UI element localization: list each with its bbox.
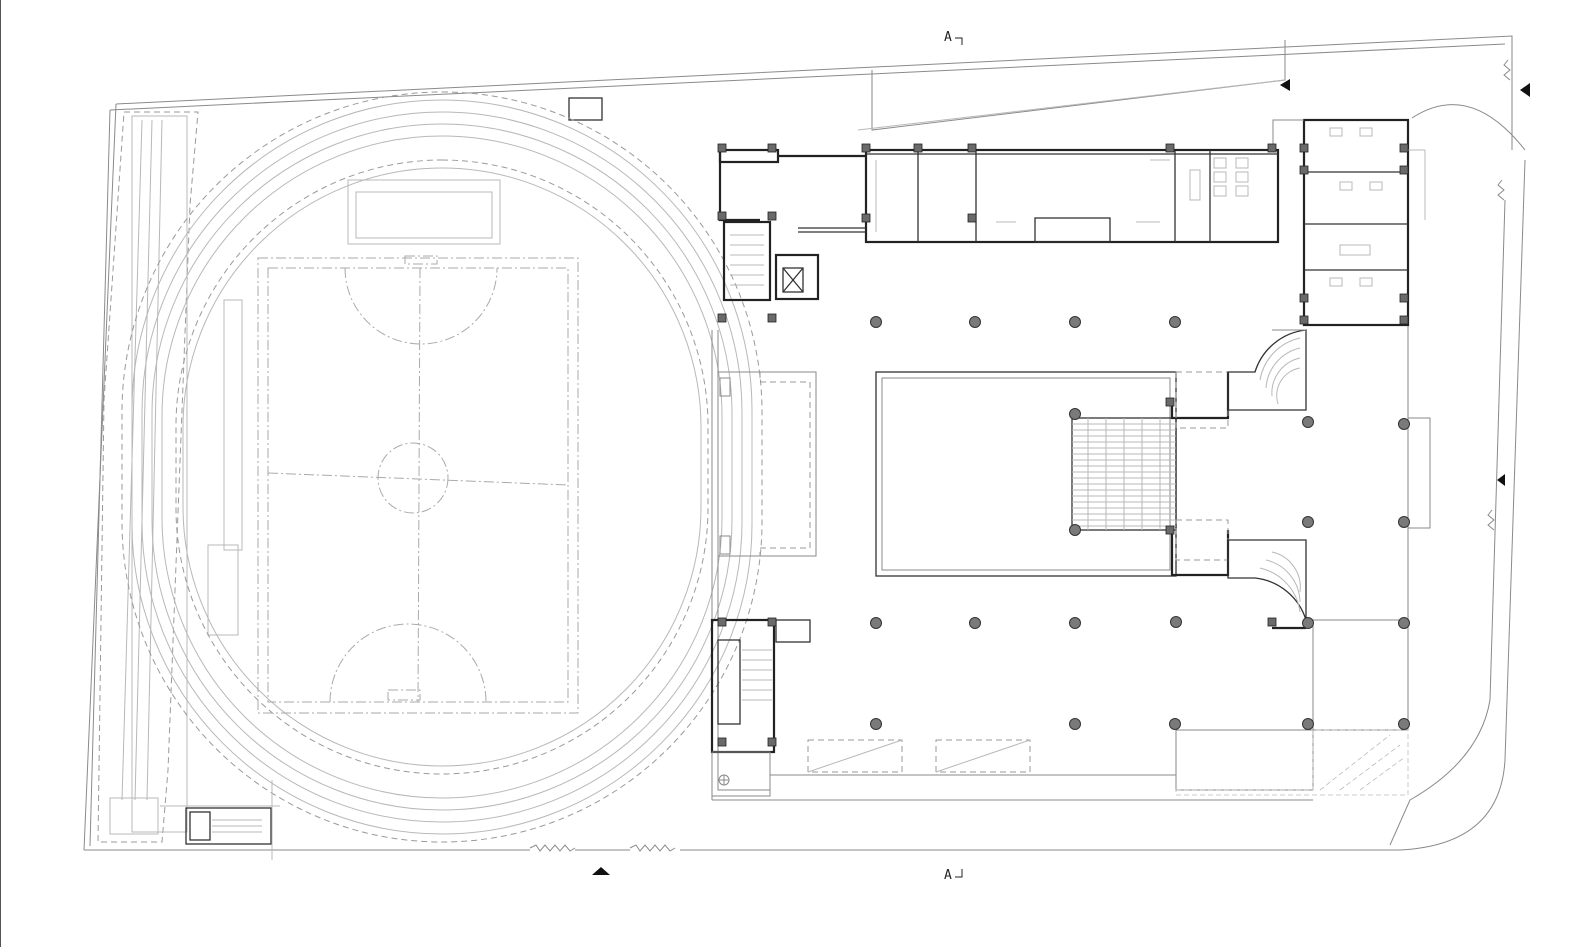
column — [1299, 143, 1309, 153]
east-office-wing — [1272, 118, 1426, 327]
central-grand-stair — [1071, 371, 1230, 577]
column — [717, 211, 727, 221]
column — [767, 143, 777, 153]
column — [1069, 316, 1081, 328]
column — [1399, 315, 1409, 325]
column — [870, 718, 882, 730]
column — [913, 143, 923, 153]
column — [1165, 143, 1175, 153]
entrance-arrow-south — [592, 867, 610, 875]
section-marker-bottom: A — [944, 868, 963, 883]
structural-columns — [717, 143, 1410, 747]
column — [1169, 316, 1181, 328]
column — [1302, 416, 1314, 428]
entrance-arrow-northeast — [1520, 83, 1530, 97]
column — [717, 617, 727, 627]
column — [870, 617, 882, 629]
south-bays — [807, 729, 1409, 796]
section-label-bottom: A — [944, 868, 952, 883]
column — [1398, 617, 1410, 629]
column — [767, 211, 777, 221]
column — [1165, 525, 1175, 535]
column — [1398, 718, 1410, 730]
column — [767, 617, 777, 627]
north-classroom-wing — [864, 148, 1280, 244]
column — [1169, 718, 1181, 730]
column — [1165, 397, 1175, 407]
column — [717, 313, 727, 323]
entrance-arrow-north — [1280, 79, 1290, 91]
running-track — [121, 91, 763, 843]
curved-stair-north — [1227, 329, 1307, 411]
column — [1299, 293, 1309, 303]
column — [1299, 165, 1309, 175]
entrance-arrows — [592, 79, 1530, 875]
column — [1069, 718, 1081, 730]
long-jump-strip — [97, 111, 243, 843]
section-label-top: A — [944, 30, 952, 45]
column — [967, 213, 977, 223]
column — [1302, 617, 1314, 629]
column — [767, 737, 777, 747]
column — [717, 143, 727, 153]
column — [717, 737, 727, 747]
curved-stair-south — [1227, 539, 1307, 630]
entrance-arrow-east — [1497, 474, 1505, 486]
column — [969, 617, 981, 629]
site-boundary — [83, 35, 1526, 851]
column — [1267, 617, 1277, 627]
column — [861, 143, 871, 153]
column — [1069, 524, 1081, 536]
football-pitch — [257, 179, 579, 714]
southwest-stair-block — [710, 618, 811, 797]
column — [1267, 143, 1277, 153]
column — [1299, 315, 1309, 325]
column — [1302, 516, 1314, 528]
central-courtyard — [875, 371, 1177, 577]
column — [870, 316, 882, 328]
column — [1069, 408, 1081, 420]
break-lines — [529, 59, 1511, 852]
column — [1399, 143, 1409, 153]
column — [969, 316, 981, 328]
column — [1170, 616, 1182, 628]
column — [1398, 516, 1410, 528]
column — [967, 143, 977, 153]
east-entrance-canopy — [1407, 417, 1431, 529]
column — [1302, 718, 1314, 730]
west-stage — [717, 371, 817, 557]
section-marker-top: A — [944, 30, 963, 45]
west-stair-lift-block — [718, 148, 866, 302]
column — [1399, 293, 1409, 303]
column — [767, 313, 777, 323]
stair-bottom-left — [160, 780, 280, 860]
column — [1399, 165, 1409, 175]
column — [1398, 418, 1410, 430]
column — [1069, 617, 1081, 629]
column — [861, 213, 871, 223]
site-small-structure — [568, 97, 603, 121]
